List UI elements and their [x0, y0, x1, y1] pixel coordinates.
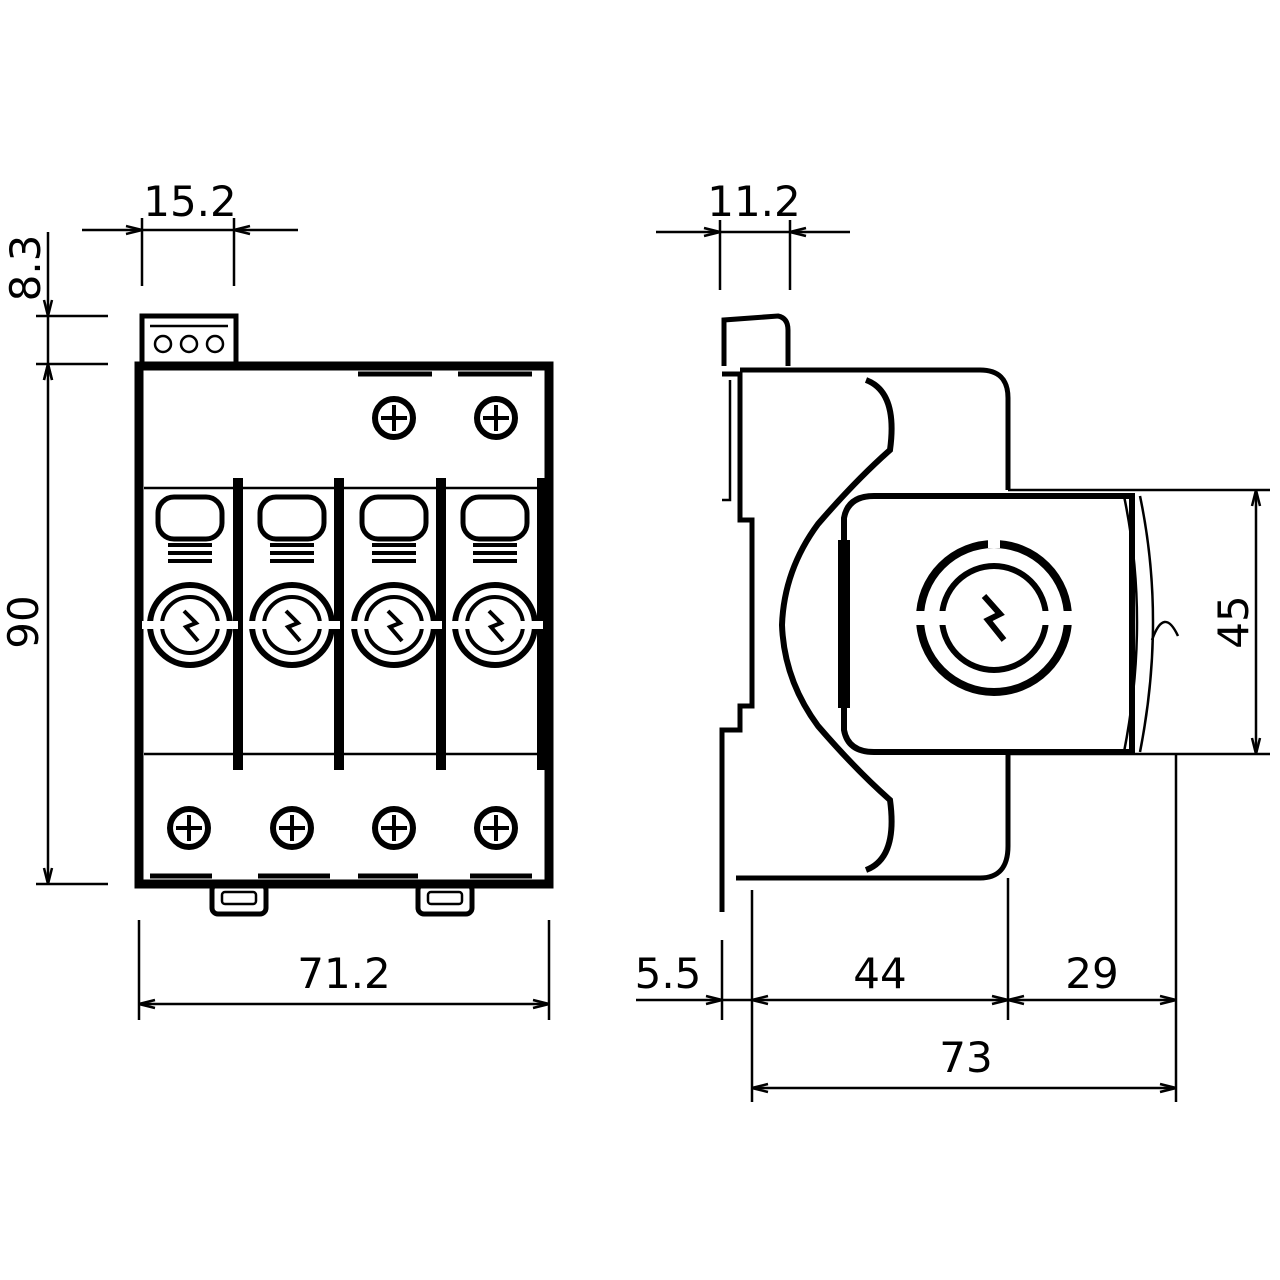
side-housing	[740, 367, 1011, 490]
din-clip	[415, 881, 475, 917]
side-module	[841, 493, 1135, 755]
screw-icon	[477, 809, 515, 847]
dim-depth-front: 29	[1065, 949, 1118, 998]
lightning-protection-icon	[910, 536, 1078, 696]
dim-rail-offset: 5.5	[635, 949, 702, 998]
dim-side-connector-width: 11.2	[707, 177, 801, 226]
module-face-1	[142, 497, 238, 665]
screw-icon	[170, 809, 208, 847]
screw-icon	[375, 809, 413, 847]
dim-width: 71.2	[297, 949, 391, 998]
dim-depth-total: 73	[939, 1033, 992, 1082]
side-view: 11.2 45 5.5 44 29 73	[635, 177, 1270, 1102]
module-face-2	[244, 497, 340, 665]
dim-connector-height: 8.3	[1, 235, 50, 302]
side-connector	[721, 313, 791, 366]
dim-height: 90	[0, 595, 48, 648]
module-face-3	[346, 497, 442, 665]
din-clip	[209, 881, 269, 917]
dim-depth-base: 44	[853, 949, 906, 998]
top-terminal	[139, 313, 239, 369]
screw-icon	[375, 399, 413, 437]
screw-icon	[477, 399, 515, 437]
front-view: 15.2 8.3 90 71.2	[0, 177, 554, 1020]
front-housing	[134, 361, 554, 889]
dim-connector-width: 15.2	[143, 177, 237, 226]
screw-icon	[273, 809, 311, 847]
module-face-4	[447, 497, 543, 665]
dim-module-height: 45	[1209, 595, 1258, 648]
